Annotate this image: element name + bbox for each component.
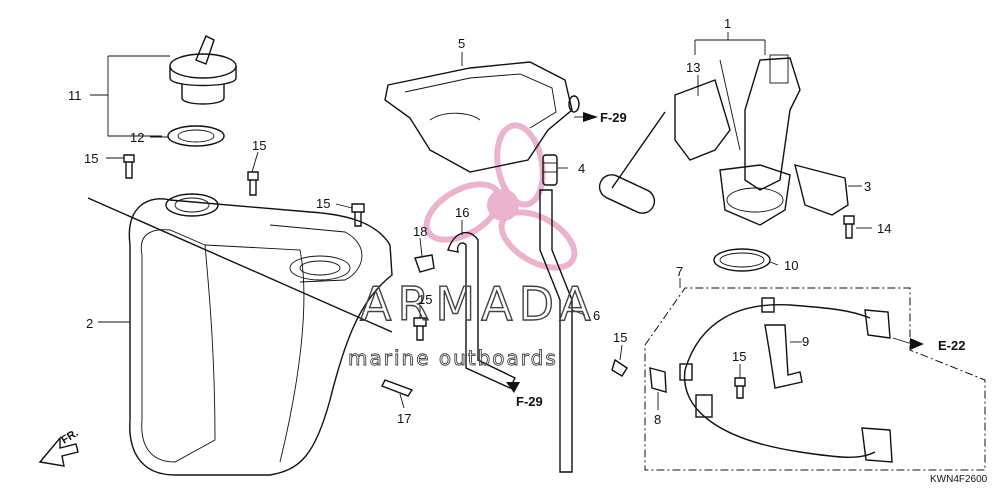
label-2: 2 xyxy=(86,316,93,331)
watermark-propeller-icon xyxy=(423,122,578,271)
watermark-tagline: marine outboards xyxy=(348,346,558,370)
bracket-3-part xyxy=(794,164,849,216)
clamp-9-part xyxy=(764,324,803,389)
label-14: 14 xyxy=(877,221,891,236)
label-18: 18 xyxy=(413,224,427,239)
label-6: 6 xyxy=(593,308,600,323)
label-7: 7 xyxy=(676,264,683,279)
clip-18-part xyxy=(414,254,435,273)
label-17: 17 xyxy=(397,411,411,426)
label-12: 12 xyxy=(130,130,144,145)
label-11: 11 xyxy=(68,88,82,103)
label-5: 5 xyxy=(458,36,465,51)
ref-f29-top: F-29 xyxy=(600,110,627,125)
label-10: 10 xyxy=(784,258,798,273)
clip-8-part xyxy=(649,367,667,393)
label-15-e: 15 xyxy=(613,330,627,345)
label-15-a: 15 xyxy=(84,151,98,166)
ref-f29-bottom: F-29 xyxy=(516,394,543,409)
screw-14-part xyxy=(843,215,855,239)
label-9: 9 xyxy=(802,334,809,349)
cap-gasket-part xyxy=(167,125,225,147)
front-direction-arrow-icon xyxy=(38,436,79,467)
label-15-b: 15 xyxy=(252,138,266,153)
label-8: 8 xyxy=(654,412,661,427)
front-direction-label: FR. xyxy=(59,427,80,447)
diagram-code: KWN4F2600 xyxy=(930,474,988,485)
fuel-tank-part xyxy=(87,193,393,476)
label-4: 4 xyxy=(578,161,585,176)
hose-6-part xyxy=(539,189,573,473)
o-ring-part xyxy=(713,248,771,272)
clip-17-part xyxy=(381,379,414,397)
label-15-d: 15 xyxy=(418,292,432,307)
bolt-15-part xyxy=(123,154,746,399)
label-1: 1 xyxy=(724,16,731,31)
label-15-f: 15 xyxy=(732,349,746,364)
leader-lines xyxy=(98,32,872,410)
fuel-pump-part xyxy=(598,54,801,226)
wire-harness-part xyxy=(679,297,893,463)
ref-e22: E-22 xyxy=(938,338,965,353)
label-13: 13 xyxy=(686,60,700,75)
tray-part xyxy=(384,61,580,173)
label-16: 16 xyxy=(455,205,469,220)
clamp-part xyxy=(542,154,558,186)
hose-16-part xyxy=(447,231,516,389)
label-3: 3 xyxy=(864,179,871,194)
fuel-sender-part xyxy=(674,59,741,161)
watermark-brand: ARMADA xyxy=(360,277,597,331)
fuel-cap-part xyxy=(169,35,237,105)
reference-arrows xyxy=(506,112,924,393)
label-15-c: 15 xyxy=(316,196,330,211)
